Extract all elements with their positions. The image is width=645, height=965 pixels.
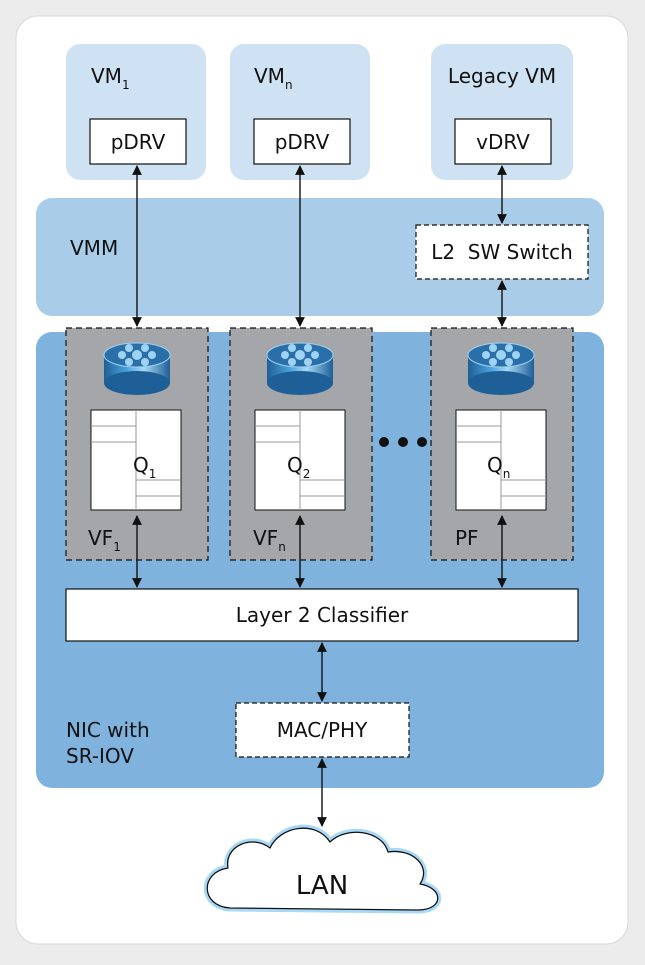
mac-phy-label: MAC/PHY	[277, 718, 368, 742]
vf-n-queue-table	[254, 409, 346, 511]
vf-1-queue-table	[90, 409, 182, 511]
svg-text:VF1: VF1	[88, 526, 121, 554]
svg-text:Qn: Qn	[487, 453, 510, 481]
legacy-vm-label: Legacy VM	[448, 64, 556, 88]
pf-queue-table	[455, 409, 547, 511]
pf-queue-label: Q	[487, 453, 503, 477]
l2-sw-switch-label: L2 SW Switch	[431, 240, 573, 264]
vm-1-driver-box	[89, 118, 187, 165]
vmm-label: VMM	[70, 236, 118, 260]
l2-sw-switch-box	[415, 224, 589, 280]
legacy-vm-driver-box	[454, 118, 552, 165]
vf-1-label: VF	[88, 526, 113, 550]
vm-n-driver-box	[253, 118, 351, 165]
vm-n-subscript: n	[285, 78, 293, 92]
pf-label: PF	[455, 526, 479, 550]
ellipsis-dots	[379, 437, 427, 447]
vm-1-box: VM1 pDRV	[66, 44, 206, 180]
lan-cloud-icon	[203, 824, 442, 914]
nic-label-line1: NIC with	[66, 718, 150, 742]
vf-n-subscript: n	[278, 540, 286, 554]
vf-1-queue-subscript: 1	[149, 467, 157, 481]
mac-phy-box	[235, 702, 410, 758]
vf-n-queue-pool-icon	[266, 342, 334, 395]
vf-n-label: VF	[253, 526, 278, 550]
vm-1-driver-label: pDRV	[111, 130, 166, 154]
layer2-classifier-box	[65, 588, 579, 642]
pf-queue-pool-icon	[467, 342, 535, 395]
pf-queue-subscript: n	[503, 467, 511, 481]
vm-1-label: VM	[91, 64, 122, 88]
vf-n-queue-label: Q	[287, 453, 303, 477]
svg-text:VFn: VFn	[253, 526, 286, 554]
vf-1-queue-pool-icon	[103, 342, 171, 395]
vf-1-subscript: 1	[113, 540, 121, 554]
svg-text:VMn: VMn	[254, 64, 293, 92]
vm-n-box: VMn pDRV	[230, 44, 370, 180]
vm-n-driver-label: pDRV	[275, 130, 330, 154]
legacy-vm-box: Legacy VM vDRV	[431, 44, 573, 180]
vm-n-label: VM	[254, 64, 285, 88]
legacy-vm-driver-label: vDRV	[476, 130, 530, 154]
vf-n-queue-subscript: 2	[303, 467, 311, 481]
vf-1-queue-label: Q	[133, 453, 149, 477]
lan-label: LAN	[296, 871, 348, 901]
svg-text:VM1: VM1	[91, 64, 130, 92]
layer2-classifier-label: Layer 2 Classifier	[236, 603, 409, 627]
svg-text:Q1: Q1	[133, 453, 156, 481]
vf-n-box: Q2 VFn	[229, 327, 373, 561]
svg-text:Q2: Q2	[287, 453, 310, 481]
connection-arrows	[132, 165, 507, 827]
vm-1-subscript: 1	[122, 78, 130, 92]
nic-label-line2: SR-IOV	[66, 744, 134, 768]
